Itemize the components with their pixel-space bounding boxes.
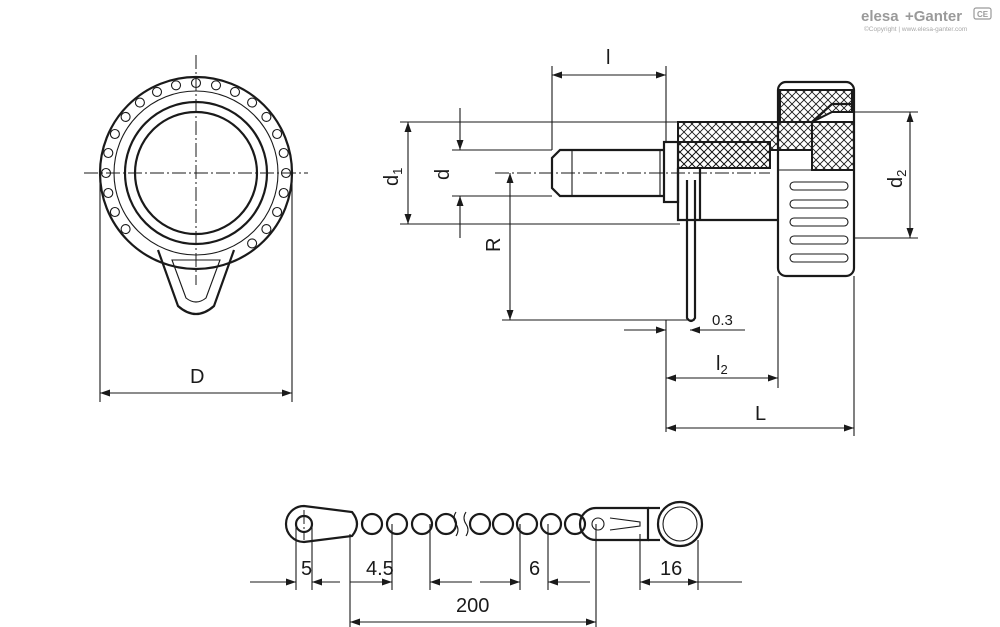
knurl-scallop (210, 80, 222, 91)
knob-head-groove (811, 102, 852, 123)
knob-head-section-top (779, 89, 853, 123)
split-ring-inner (662, 506, 698, 542)
knob-rib (789, 199, 849, 209)
chain-ball (360, 512, 384, 536)
knob-inner-circle (123, 100, 269, 246)
knurl-scallop (280, 167, 292, 179)
knurl-scallops (100, 77, 292, 249)
ball-chain-lanyard: 5 4.5 6 16 200 (250, 500, 742, 627)
ce-badge (973, 7, 992, 20)
knurl-scallop (109, 128, 120, 140)
front-view: D (84, 55, 308, 402)
knob-rib (789, 181, 849, 191)
lanyard-wire (685, 180, 697, 323)
dim-label-R: R (483, 238, 505, 252)
chain-balls (360, 512, 587, 536)
dim-label-eyelet: 5 (301, 558, 312, 580)
knob-ribs (789, 181, 849, 263)
knurl-scallop (103, 187, 114, 199)
chain-ball (563, 512, 587, 536)
side-view: d1 d R l d2 0.3 l2 L (381, 47, 918, 436)
body-flange (662, 140, 680, 204)
dim-label-d1: d1 (381, 168, 405, 186)
chain-ball (385, 512, 409, 536)
chain-ball (434, 512, 458, 536)
knob-head (776, 80, 856, 278)
knurl-scallop (278, 147, 289, 159)
knob-body-lower (676, 168, 778, 222)
copyright-text: ©Copyright | www.elesa-ganter.com (864, 25, 967, 33)
lanyard-tab-outer (156, 249, 236, 316)
knurl-scallop (261, 224, 272, 235)
lanyard-tab-inner (171, 259, 221, 303)
logo-text-ganter: +Ganter (905, 8, 962, 25)
clip-slot (609, 517, 641, 531)
knurl-scallop (272, 128, 283, 140)
dim-label-d: d (432, 169, 454, 180)
knurl-scallop (190, 77, 202, 89)
knob-rib (789, 217, 849, 227)
knurl-scallop (151, 86, 163, 97)
knurl-scallop (120, 111, 131, 122)
dim-label-ring: 16 (660, 558, 682, 580)
chain-eyelet-end (284, 504, 359, 544)
knurl-scallop (170, 80, 182, 91)
dim-label-l2: l2 (716, 353, 728, 377)
knurl-scallop (103, 147, 114, 159)
knurl-scallop (272, 206, 283, 218)
chain-ball (468, 512, 492, 536)
dim-label-length: 200 (456, 595, 489, 617)
chain-ball (515, 512, 539, 536)
chain-break-right (463, 511, 469, 537)
knob-rib (789, 235, 849, 245)
knurl-scallop (109, 206, 120, 218)
dim-label-L: L (755, 403, 766, 425)
knurl-scallop (229, 86, 241, 97)
dim-label-D: D (190, 366, 204, 388)
ce-badge-text: CE (977, 10, 989, 19)
knurl-scallop (247, 97, 258, 108)
knob-head-section-mid (811, 121, 855, 171)
knob-section-core (677, 141, 771, 169)
dim-label-pitch: 6 (529, 558, 540, 580)
chain-ball (539, 512, 563, 536)
knurl-scallop (100, 167, 112, 179)
dim-label-gap: 0.3 (712, 312, 733, 329)
chain-break-left (453, 511, 459, 537)
knurl-scallop (247, 238, 258, 249)
knurl-scallop (278, 187, 289, 199)
logo-text-elesa: elesa (861, 8, 899, 25)
chain-ball (410, 512, 434, 536)
knurl-scallop (120, 224, 131, 235)
chain-ball (491, 512, 515, 536)
dim-label-l: l (606, 47, 610, 69)
dim-label-ball: 4.5 (366, 558, 394, 580)
split-ring-outer (656, 500, 704, 548)
knurl-scallop (261, 111, 272, 122)
plunger-face-circle (133, 110, 259, 236)
chain-clip-end (578, 506, 650, 542)
knob-rib (789, 253, 849, 263)
knob-ring-circle (113, 90, 279, 256)
brand-logo: elesa +Ganter CE ©Copyright | www.elesa-… (861, 7, 992, 33)
clip-hole (591, 517, 605, 531)
dim-label-d2: d2 (885, 170, 909, 188)
knurl-scallop (134, 97, 145, 108)
plunger-pin (550, 148, 664, 198)
